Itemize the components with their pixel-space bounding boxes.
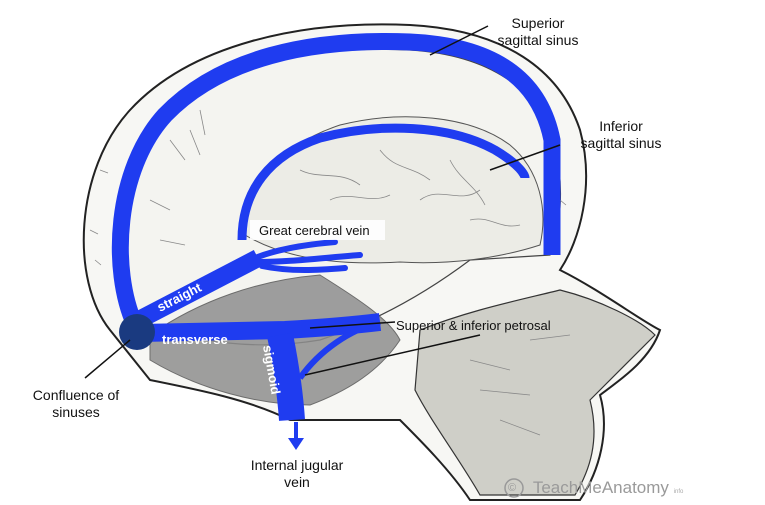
straight-sinus	[130, 250, 263, 330]
great-cerebral-label: Great cerebral vein	[259, 223, 370, 238]
great-cerebral-vein	[252, 239, 363, 273]
confluence-label-line1: Confluence of	[32, 387, 120, 403]
inferior-sagittal-label-line1: Inferior	[599, 118, 643, 134]
inferior-sagittal-sinus	[237, 123, 530, 241]
superior-sagittal-label-line2: sagittal sinus	[497, 32, 579, 48]
sigmoid-sinus	[267, 332, 305, 421]
superior-sagittal-label: Superior sagittal sinus	[483, 15, 593, 49]
superior-sagittal-label-line1: Superior	[511, 15, 565, 31]
watermark-logo	[504, 478, 524, 498]
inferior-sagittal-label-line2: sagittal sinus	[580, 135, 662, 151]
jugular-arrow	[288, 422, 304, 450]
sketch-texture	[89, 109, 571, 436]
transverse-sinus-label: transverse	[162, 332, 228, 347]
inferior-sagittal-label: Inferior sagittal sinus	[566, 118, 676, 152]
watermark-suffix: info	[673, 489, 684, 495]
jugular-label-line2: vein	[284, 474, 310, 490]
confluence-label-line2: sinuses	[52, 404, 100, 420]
watermark-text: TeachMeAnatomy	[532, 478, 669, 497]
superior-sagittal-sinus	[111, 33, 561, 329]
petrosal-sinus	[297, 319, 381, 380]
jugular-label: Internal jugular vein	[232, 457, 362, 491]
watermark: © TeachMeAnatomy info	[508, 478, 683, 498]
leader-lines	[84, 25, 561, 379]
facial-bones	[414, 289, 656, 496]
petrosal-label: Superior & inferior petrosal	[396, 318, 551, 333]
copyright-symbol: ©	[508, 482, 517, 494]
confluence-label: Confluence of sinuses	[16, 387, 136, 421]
jugular-label-line1: Internal jugular	[250, 457, 344, 473]
great-cerebral-label-plate	[250, 220, 385, 240]
